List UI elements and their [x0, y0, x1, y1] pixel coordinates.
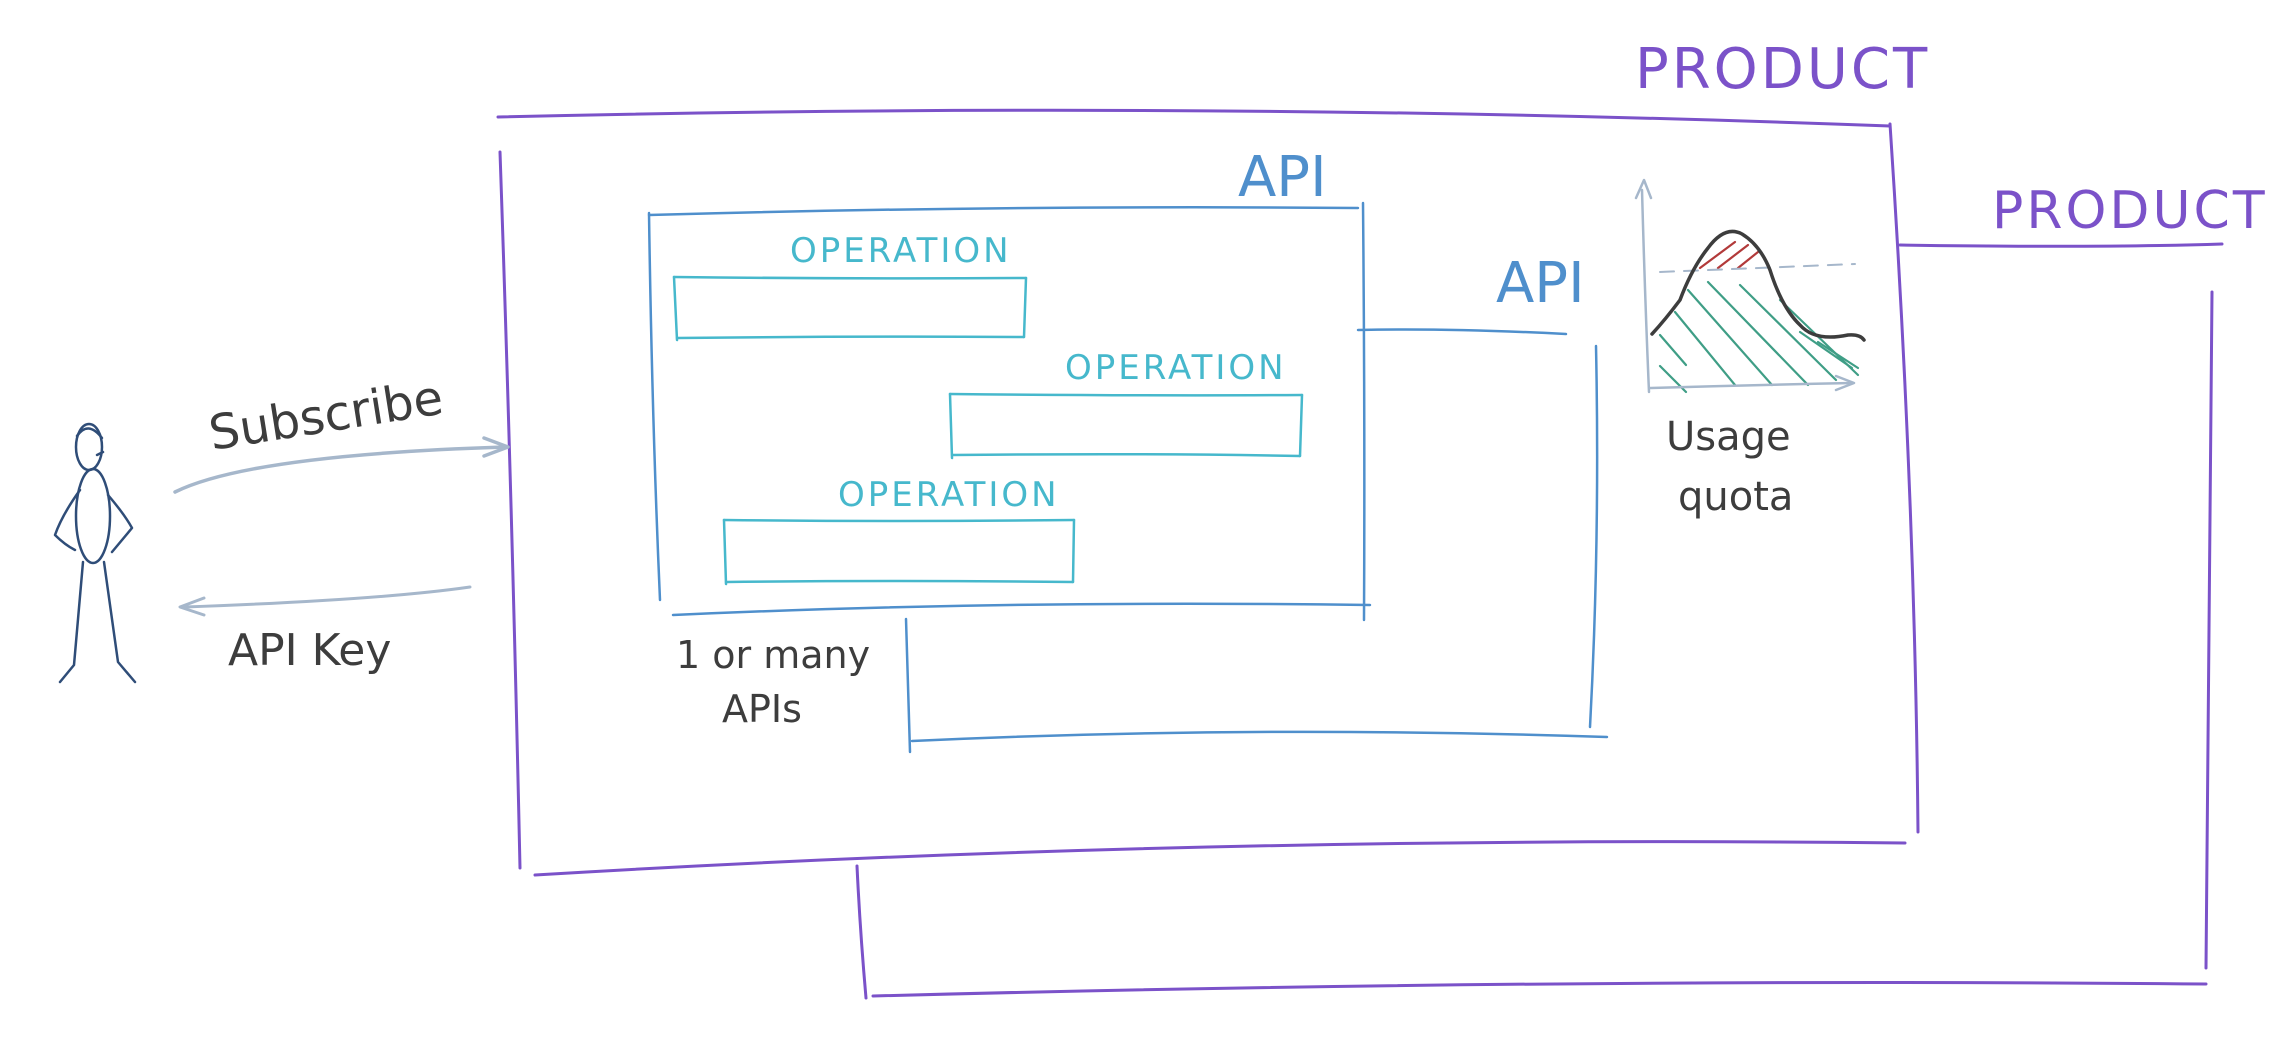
operation-2: OPERATION: [948, 348, 1304, 460]
operation-3-bottom: [724, 579, 1075, 584]
back-product-bottom-edge: [871, 981, 2208, 998]
front-product-right-edge: [1888, 122, 1920, 834]
back-product: PRODUCT: [855, 181, 2268, 1000]
operation-2-bottom: [950, 452, 1302, 458]
usage-quota-chart: Usage quota: [1634, 178, 1866, 520]
back-api: API: [904, 251, 1609, 754]
operation-3: OPERATION: [722, 475, 1076, 586]
figure-left-arm: [53, 488, 82, 552]
operation-1: OPERATION: [672, 231, 1028, 342]
usage-quota-line-2: quota: [1678, 474, 1793, 520]
operation-2-top: [948, 392, 1304, 397]
front-api: API OPERATION OPERATION OPERATION: [647, 145, 1372, 622]
operation-1-left: [672, 275, 679, 342]
operation-1-label: OPERATION: [790, 231, 1012, 271]
api-count-note: 1 or many APIs: [676, 633, 870, 731]
quota-exceeded-hatch: [1698, 240, 1760, 270]
subscribe-arrow-line: [173, 445, 507, 494]
quota-limit-line: [1659, 263, 1856, 273]
quota-y-axis: [1640, 188, 1651, 394]
back-product-title: PRODUCT: [1992, 181, 2268, 241]
quota-x-axis: [1648, 381, 1854, 390]
operation-3-label: OPERATION: [838, 475, 1060, 515]
operation-3-right: [1071, 518, 1076, 584]
developer-figure: [53, 422, 137, 684]
front-product-bottom-edge: [533, 840, 1907, 877]
operation-1-right: [1022, 276, 1028, 339]
api-key-arrowhead: [178, 596, 206, 617]
quota-y-arrowhead: [1634, 178, 1653, 200]
operation-2-right: [1298, 393, 1304, 458]
figure-right-leg: [102, 560, 137, 684]
figure-mouth: [95, 450, 105, 457]
subscribe-arrowhead: [482, 436, 510, 458]
quota-hatch: [1658, 280, 1860, 394]
quota-x-arrowhead: [1834, 374, 1856, 392]
front-product-top-edge: [496, 108, 1892, 128]
usage-curve: [1650, 229, 1866, 342]
subscribe-label: Subscribe: [205, 370, 447, 462]
subscribe-flow: Subscribe: [173, 370, 510, 494]
front-api-right-edge: [1361, 201, 1366, 622]
front-api-bottom-edge: [671, 602, 1372, 617]
figure-torso: [74, 467, 112, 565]
usage-quota-line-1: Usage: [1666, 414, 1791, 460]
front-api-title: API: [1238, 145, 1327, 210]
figure-hair: [75, 427, 104, 440]
api-key-label: API Key: [228, 625, 391, 676]
operation-1-bottom: [675, 335, 1026, 340]
api-key-flow: API Key: [178, 585, 472, 676]
api-count-line-1: 1 or many: [676, 633, 870, 677]
figure-left-leg: [58, 560, 85, 684]
back-api-left-edge: [904, 617, 912, 754]
back-product-right-edge: [2204, 290, 2214, 970]
api-key-arrow-line: [183, 585, 472, 609]
figure-right-arm: [106, 493, 134, 554]
front-product-title: PRODUCT: [1635, 37, 1930, 102]
operation-3-left: [722, 518, 728, 586]
operation-1-top: [672, 275, 1028, 280]
front-api-left-edge: [647, 211, 662, 602]
back-product-left-edge: [855, 864, 868, 1000]
operation-2-label: OPERATION: [1065, 348, 1287, 388]
back-product-top-edge: [1898, 242, 2224, 248]
back-api-bottom-edge: [910, 730, 1609, 743]
back-api-top-edge: [1356, 328, 1568, 336]
front-product: PRODUCT: [496, 37, 1930, 877]
api-count-line-2: APIs: [722, 687, 802, 731]
front-product-left-edge: [498, 150, 522, 870]
operation-2-left: [948, 392, 954, 460]
back-api-right-edge: [1588, 344, 1599, 729]
front-api-top-edge: [647, 206, 1360, 217]
back-api-title: API: [1496, 251, 1585, 316]
operation-3-top: [722, 518, 1076, 523]
